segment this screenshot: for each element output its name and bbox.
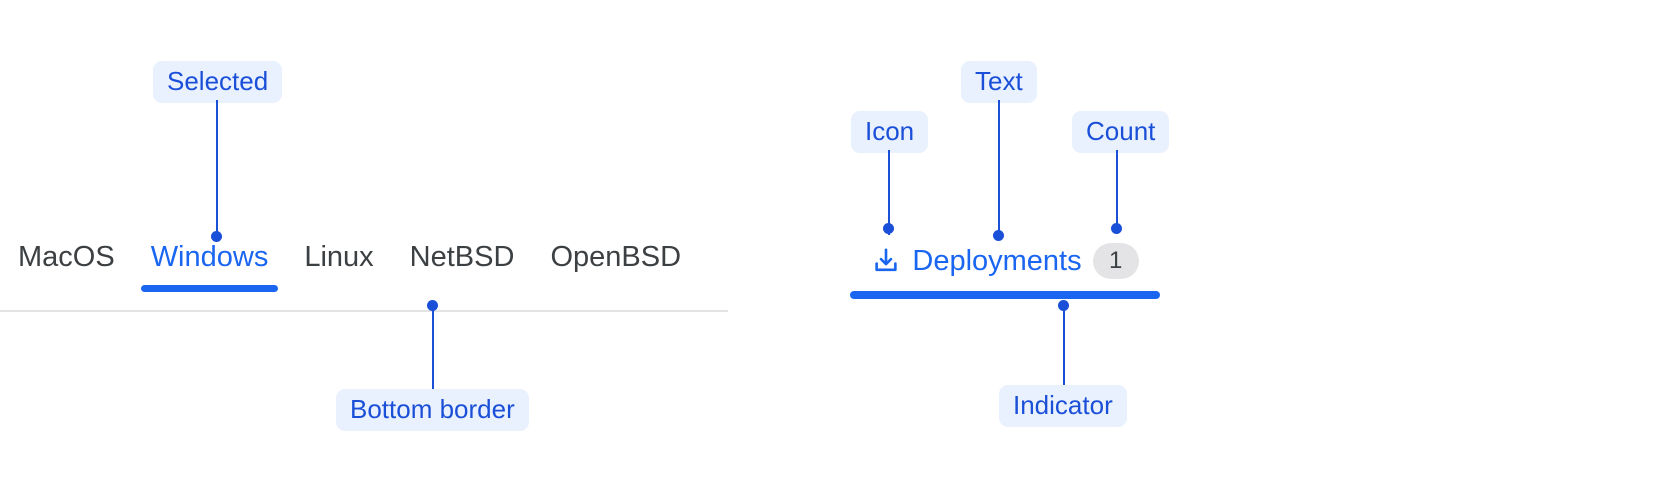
annotation-leader-bottom-border	[432, 306, 434, 389]
tab-label: MacOS	[18, 241, 115, 273]
annotation-dot-count	[1111, 223, 1122, 234]
annotation-label-text: Text	[961, 61, 1037, 103]
annotation-label-count: Count	[1072, 111, 1170, 153]
tab-selected-underline	[140, 285, 279, 292]
download-tray-icon	[871, 246, 901, 276]
tab-selected-indicator	[850, 291, 1160, 299]
tab-bar-text: MacOS Windows Linux NetBSD OpenBSD	[0, 241, 728, 292]
annotation-dot-indicator	[1058, 300, 1069, 311]
tab-windows[interactable]: Windows	[133, 241, 287, 292]
annotation-dot-selected	[211, 231, 222, 242]
tab-label: Deployments	[912, 244, 1082, 277]
annotation-label-bottom-border: Bottom border	[336, 389, 529, 431]
tab-linux[interactable]: Linux	[286, 243, 391, 288]
annotation-label-icon: Icon	[851, 111, 929, 153]
tab-macos[interactable]: MacOS	[0, 243, 133, 288]
tab-label: OpenBSD	[550, 241, 682, 273]
annotation-label-selected: Selected	[153, 61, 283, 103]
annotation-leader-icon	[888, 150, 890, 235]
annotation-label-indicator: Indicator	[999, 385, 1127, 427]
tab-bar-bottom-border	[0, 310, 728, 312]
tab-openbsd[interactable]: OpenBSD	[532, 243, 699, 288]
tab-netbsd[interactable]: NetBSD	[392, 243, 533, 288]
annotation-dot-icon	[883, 223, 894, 234]
annotation-leader-text	[998, 100, 1000, 238]
tab-label: Windows	[150, 241, 269, 273]
tab-label: Linux	[304, 241, 374, 273]
annotation-dot-text	[993, 230, 1004, 241]
annotation-dot-bottom-border	[427, 300, 438, 311]
annotation-leader-count	[1116, 150, 1118, 234]
annotation-leader-indicator	[1063, 305, 1065, 385]
annotation-leader-selected	[216, 100, 218, 236]
tab-deployments[interactable]: Deployments 1	[850, 243, 1160, 297]
tab-list: MacOS Windows Linux NetBSD OpenBSD	[0, 241, 728, 292]
tab-content: Deployments 1	[850, 243, 1160, 297]
tab-count-badge: 1	[1092, 243, 1139, 279]
tab-label: NetBSD	[409, 241, 515, 273]
